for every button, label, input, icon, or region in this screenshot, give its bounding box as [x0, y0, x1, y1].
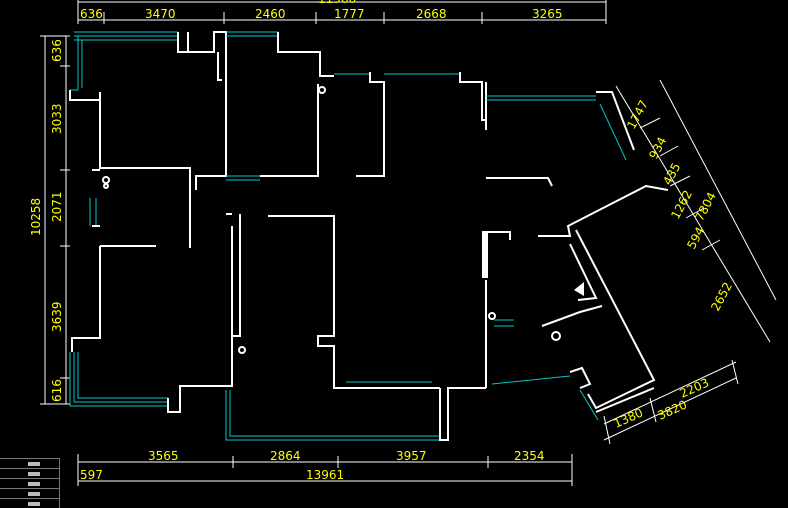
layer-row[interactable] [0, 468, 60, 478]
door-symbol-5 [551, 331, 561, 341]
top-dimension-chain: 11966 636 3470 2460 1777 2668 3265 [77, 0, 607, 24]
right-dim-4: 1262 [668, 188, 695, 222]
bottom-partial-dim: 597 [80, 468, 103, 482]
left-dim-1: 636 [50, 39, 64, 62]
top-overall-dim: 11966 [318, 0, 356, 6]
column-marker [482, 232, 488, 278]
right-dim-6: 2652 [708, 280, 735, 314]
layer-swatch [28, 482, 40, 486]
layer-row[interactable] [0, 498, 60, 508]
bottom-overall-dim: 13961 [306, 468, 344, 482]
top-dim-4: 1777 [334, 7, 365, 21]
layer-swatch [28, 492, 40, 496]
layer-swatch [28, 502, 40, 506]
right-dim-1: 1747 [624, 98, 651, 132]
bottom-dim-1: 3565 [148, 449, 179, 463]
layer-row[interactable] [0, 488, 60, 498]
door-symbol-3 [238, 346, 246, 354]
left-dim-2: 3033 [50, 103, 64, 134]
top-dim-2: 3470 [145, 7, 176, 21]
layer-swatch [28, 472, 40, 476]
right-overall-dim: 7804 [692, 190, 719, 224]
west-window [70, 36, 79, 91]
left-dim-5: 616 [50, 379, 64, 402]
right-dim-2: 934 [646, 135, 669, 162]
right-dim-5: 594 [684, 225, 707, 252]
right-dimension-chain: 1747 934 435 1262 594 2652 7804 [615, 79, 777, 343]
bottom-dim-2: 2864 [270, 449, 301, 463]
layer-swatch [28, 462, 40, 466]
left-dimension-chain: 10258 636 3033 2071 3639 616 [29, 35, 70, 405]
top-dim-6: 3265 [532, 7, 563, 21]
bottom-dim-3: 3957 [396, 449, 427, 463]
layer-row[interactable] [0, 478, 60, 488]
bottom-dimension-chain: 3565 2864 3957 2354 597 13961 [77, 449, 573, 486]
door-symbol-4 [488, 312, 496, 320]
top-dim-3: 2460 [255, 7, 286, 21]
door-symbols [102, 86, 584, 354]
layer-panel[interactable] [0, 458, 60, 508]
top-dim-1: 636 [80, 7, 103, 21]
door-symbol-1 [102, 176, 110, 184]
floor-plan[interactable] [69, 31, 669, 441]
bottom-right-dim-a: 1380 [612, 406, 646, 431]
layer-row[interactable] [0, 458, 60, 468]
bottom-right-dim-c: 2203 [678, 376, 712, 401]
bottom-right-dimension-chain: 1380 3820 2203 [603, 359, 739, 445]
left-overall-dim: 10258 [29, 198, 43, 236]
door-symbol-2 [318, 86, 326, 94]
bottom-right-dim-b: 3820 [656, 398, 690, 423]
left-dim-3: 2071 [50, 191, 64, 222]
bottom-dim-4: 2354 [514, 449, 545, 463]
stair-arrow [574, 282, 584, 296]
left-dim-4: 3639 [50, 301, 64, 332]
top-dim-5: 2668 [416, 7, 447, 21]
northwest-room-walls [177, 32, 189, 53]
